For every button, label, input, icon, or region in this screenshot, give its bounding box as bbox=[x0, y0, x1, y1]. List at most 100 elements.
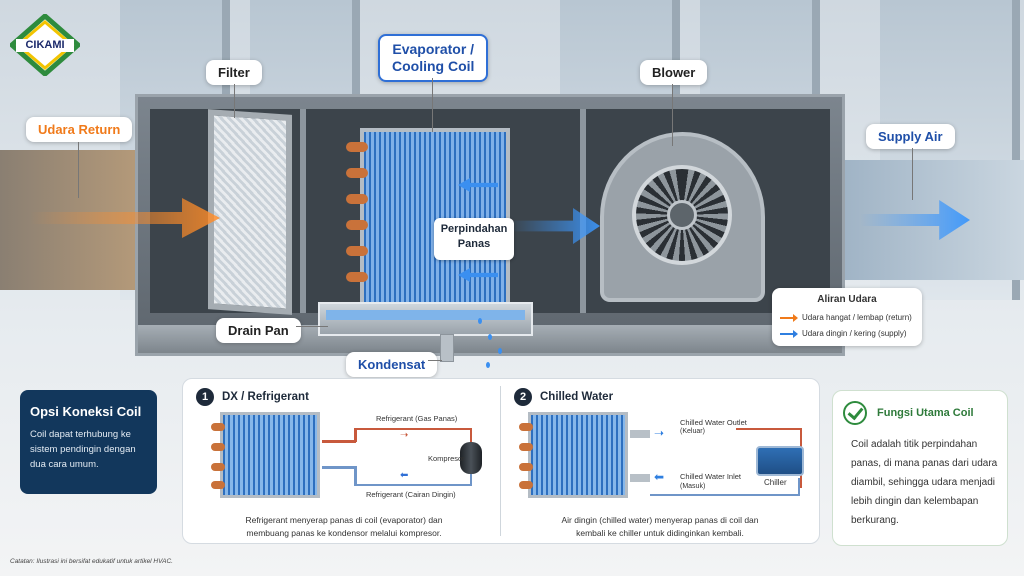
legend-item-cool: Udara dingin / kering (supply) bbox=[780, 328, 907, 340]
dx-coil-illustration bbox=[220, 412, 320, 498]
dx-caption-line2: membuang panas ke kondensor melalui komp… bbox=[204, 527, 484, 540]
chilled-caption: Air dingin (chilled water) menyerap pana… bbox=[510, 514, 810, 540]
refrigerant-gas-pipe bbox=[354, 428, 357, 442]
copper-tube bbox=[519, 463, 533, 471]
water-drop-icon bbox=[478, 318, 482, 324]
section-number-badge: 1 bbox=[196, 388, 214, 406]
chilled-coil-illustration bbox=[528, 412, 628, 498]
supply-air-label: Supply Air bbox=[866, 124, 955, 149]
copper-tube bbox=[211, 443, 225, 451]
outlet-line bbox=[736, 428, 802, 430]
leader-line bbox=[912, 148, 913, 200]
condensate-label: Kondensat bbox=[346, 352, 437, 377]
outlet-sub-label: (Keluar) bbox=[680, 428, 705, 435]
gas-label: Refrigerant (Gas Panas) bbox=[376, 414, 457, 423]
copper-tube bbox=[346, 220, 368, 230]
leader-line bbox=[296, 326, 328, 327]
section-divider bbox=[500, 386, 501, 536]
inlet-sub-label: (Masuk) bbox=[680, 483, 705, 490]
refrigerant-liquid-pipe bbox=[354, 466, 357, 486]
dx-caption-line1: Refrigerant menyerap panas di coil (evap… bbox=[204, 514, 484, 527]
inlet-arrow-icon: ⬅ bbox=[654, 470, 664, 484]
dx-caption: Refrigerant menyerap panas di coil (evap… bbox=[204, 514, 484, 540]
water-drop-icon bbox=[488, 334, 492, 340]
leader-line bbox=[428, 360, 442, 361]
leader-line bbox=[672, 84, 673, 146]
copper-tube bbox=[519, 423, 533, 431]
chilled-caption-line1: Air dingin (chilled water) menyerap pana… bbox=[510, 514, 810, 527]
copper-tube bbox=[519, 443, 533, 451]
refrigerant-liquid-pipe bbox=[322, 466, 356, 469]
filter-label: Filter bbox=[206, 60, 262, 85]
blower-hub bbox=[667, 200, 697, 230]
legend-warm-label: Udara hangat / lembap (return) bbox=[802, 313, 912, 322]
opsi-body: Coil dapat terhubung ke sistem pendingin… bbox=[30, 427, 147, 472]
copper-tube bbox=[211, 481, 225, 489]
compressor-label: Kompresor bbox=[428, 454, 465, 463]
evaporator-line2: Cooling Coil bbox=[392, 58, 474, 75]
blue-arrow-icon bbox=[780, 333, 796, 335]
copper-tube bbox=[346, 272, 368, 282]
refrigerant-gas-pipe bbox=[354, 428, 472, 430]
opsi-title: Opsi Koneksi Coil bbox=[30, 404, 147, 419]
orange-arrow-icon bbox=[780, 317, 796, 319]
copper-tube bbox=[519, 481, 533, 489]
refrigerant-gas-pipe bbox=[322, 440, 356, 443]
return-air-label: Udara Return bbox=[26, 117, 132, 142]
blower-label: Blower bbox=[640, 60, 707, 85]
copper-tube bbox=[346, 246, 368, 256]
legend-cool-label: Udara dingin / kering (supply) bbox=[802, 329, 907, 338]
outlet-label: Chilled Water Outlet bbox=[680, 418, 747, 427]
coil-function-box: Fungsi Utama Coil Coil adalah titik perp… bbox=[832, 390, 1008, 546]
heat-transfer-line1: Perpindahan bbox=[434, 222, 514, 237]
legend-title: Aliran Udara bbox=[772, 294, 922, 305]
leader-line bbox=[78, 142, 79, 198]
dx-title: DX / Refrigerant bbox=[222, 391, 309, 403]
drain-pipe bbox=[440, 334, 454, 362]
evaporator-line1: Evaporator / bbox=[392, 41, 474, 58]
inlet-pipe bbox=[630, 474, 650, 482]
copper-tube bbox=[346, 194, 368, 204]
refrigerant-liquid-pipe bbox=[354, 484, 472, 486]
panel-divider bbox=[580, 109, 586, 313]
legend-item-warm: Udara hangat / lembap (return) bbox=[780, 312, 912, 324]
airflow-legend: Aliran Udara Udara hangat / lembap (retu… bbox=[772, 288, 922, 346]
panel-divider bbox=[300, 109, 306, 313]
gas-arrow-icon: ➝ bbox=[400, 430, 408, 441]
check-circle-icon bbox=[843, 401, 867, 425]
heat-transfer-label: Perpindahan Panas bbox=[434, 218, 514, 260]
footnote: Catatan: Ilustrasi ini bersifat edukatif… bbox=[10, 558, 173, 565]
heat-transfer-line2: Panas bbox=[434, 237, 514, 252]
outlet-arrow-icon: ➝ bbox=[654, 426, 664, 440]
inlet-label: Chilled Water Inlet bbox=[680, 472, 741, 481]
inlet-line bbox=[798, 478, 800, 496]
leader-line bbox=[234, 84, 235, 118]
chiller-icon bbox=[756, 446, 804, 476]
copper-tube bbox=[346, 168, 368, 178]
chiller-label: Chiller bbox=[764, 478, 787, 487]
evaporator-label: Evaporator / Cooling Coil bbox=[378, 34, 488, 82]
refrigerant-liquid-pipe bbox=[470, 474, 472, 486]
drain-pan-label: Drain Pan bbox=[216, 318, 301, 343]
drain-pan bbox=[318, 302, 533, 336]
fungsi-title: Fungsi Utama Coil bbox=[877, 407, 974, 419]
liquid-label: Refrigerant (Cairan Dingin) bbox=[366, 490, 456, 499]
leader-line bbox=[432, 78, 433, 132]
section-number-badge: 2 bbox=[514, 388, 532, 406]
copper-tube bbox=[211, 463, 225, 471]
outlet-pipe bbox=[630, 430, 650, 438]
liquid-arrow-icon: ⬅ bbox=[400, 470, 408, 481]
fungsi-body: Coil adalah titik perpindahan panas, di … bbox=[851, 435, 1003, 530]
logo-text: CIKAMI bbox=[16, 39, 74, 52]
cikami-logo: CIKAMI bbox=[10, 14, 80, 76]
copper-tube bbox=[346, 142, 368, 152]
coil-connection-options: Opsi Koneksi Coil Coil dapat terhubung k… bbox=[20, 390, 157, 494]
water-drop-icon bbox=[498, 348, 502, 354]
water-drop-icon bbox=[486, 362, 490, 368]
inlet-line bbox=[650, 494, 800, 496]
condensate-water bbox=[326, 310, 525, 320]
chilled-caption-line2: kembali ke chiller untuk didinginkan kem… bbox=[510, 527, 810, 540]
copper-tube bbox=[211, 423, 225, 431]
filter-panel bbox=[208, 109, 292, 315]
chilled-title: Chilled Water bbox=[540, 391, 613, 403]
